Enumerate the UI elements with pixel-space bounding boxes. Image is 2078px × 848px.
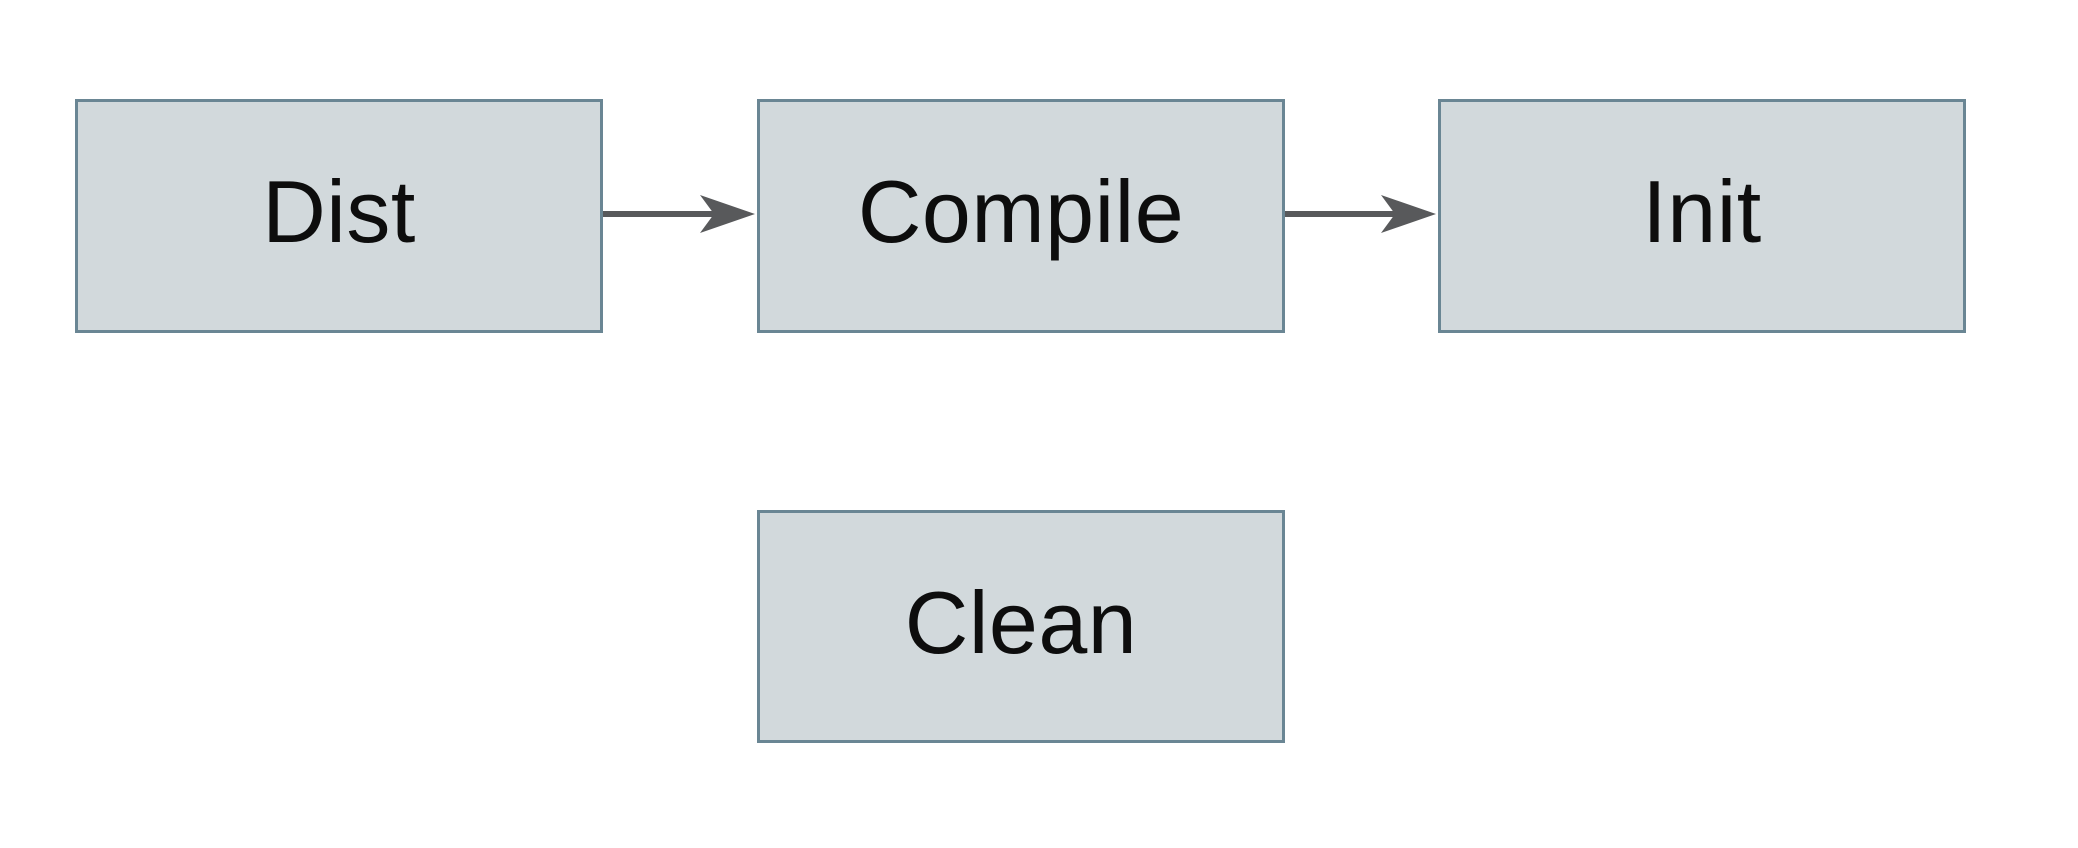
node-dist[interactable]: Dist: [75, 99, 603, 333]
node-compile-label: Compile: [857, 162, 1185, 261]
node-clean[interactable]: Clean: [757, 510, 1285, 743]
arrow-compile-to-init[interactable]: [1285, 195, 1436, 233]
node-dist-label: Dist: [262, 162, 416, 261]
node-compile[interactable]: Compile: [757, 99, 1285, 333]
node-clean-label: Clean: [904, 572, 1138, 672]
arrowhead-icon: [1381, 195, 1436, 233]
arrowhead-icon: [700, 195, 755, 233]
node-init[interactable]: Init: [1438, 99, 1966, 333]
node-init-label: Init: [1642, 162, 1762, 261]
arrow-dist-to-compile[interactable]: [603, 195, 755, 233]
